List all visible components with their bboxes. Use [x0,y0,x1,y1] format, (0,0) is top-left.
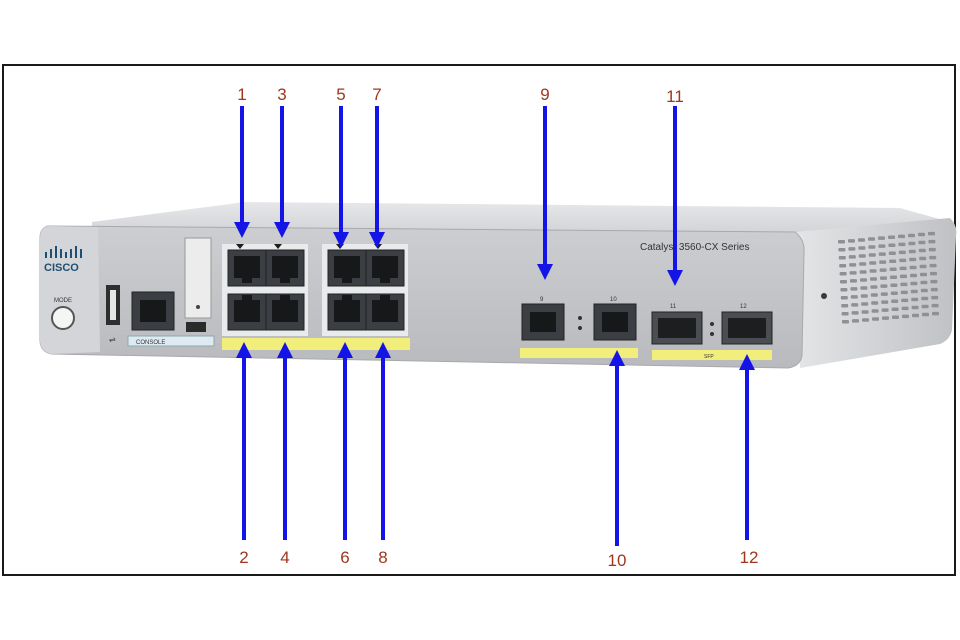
callout-9: 9 [540,85,549,104]
rj45-port-1[interactable] [227,249,267,287]
port-led-icon [236,244,244,249]
led-panel [184,237,212,319]
port-10[interactable] [593,303,637,341]
sfp-port-12[interactable] [721,311,773,345]
callout-4: 4 [280,548,289,567]
callout-6: 6 [340,548,349,567]
port-9[interactable] [521,303,565,341]
callout-7: 7 [372,85,381,104]
callout-3: 3 [277,85,286,104]
callout-12: 12 [740,548,759,567]
callout-11: 11 [666,87,684,106]
rj45-port-3[interactable] [265,249,305,287]
rj45-port-group [227,244,405,331]
sfp-label: SFP [704,354,714,360]
side-screw [821,293,827,299]
model-label: Catalyst 3560-CX Series [640,242,750,253]
mode-label: MODE [54,298,72,304]
usb-icon: ⇌ [109,335,116,344]
port-strip-1-8 [222,338,410,350]
callout-labels: 1 3 5 7 9 11 2 4 6 8 10 12 [237,85,758,570]
rj45-port-5[interactable] [327,249,367,287]
port-strip-9-10 [520,348,638,358]
brand-text: CISCO [44,262,79,274]
port-label-11: 11 [670,304,677,310]
rj45-port-4[interactable] [265,293,305,331]
port-label-9: 9 [540,297,544,303]
callout-2: 2 [239,548,248,567]
port-led-icon [274,244,282,249]
port-label-12: 12 [740,304,747,310]
port-label-10: 10 [610,297,617,303]
callout-8: 8 [378,548,387,567]
console-label: CONSOLE [136,340,165,346]
rj45-port-8[interactable] [365,293,405,331]
rj45-port-2[interactable] [227,293,267,331]
mode-button[interactable] [51,306,75,330]
mini-usb-port[interactable] [186,322,206,332]
callout-5: 5 [336,85,345,104]
callout-arrows [234,106,755,546]
cisco-logo: CISCO [44,246,82,274]
rj45-port-7[interactable] [365,249,405,287]
callout-10: 10 [608,551,627,570]
vent-grille [838,231,939,324]
port-strip-11-12 [652,350,772,360]
console-port[interactable] [131,291,175,331]
cisco-bars-icon [45,246,82,258]
callout-1: 1 [237,85,246,104]
rj45-port-6[interactable] [327,293,367,331]
sfp-port-11[interactable] [651,311,703,345]
